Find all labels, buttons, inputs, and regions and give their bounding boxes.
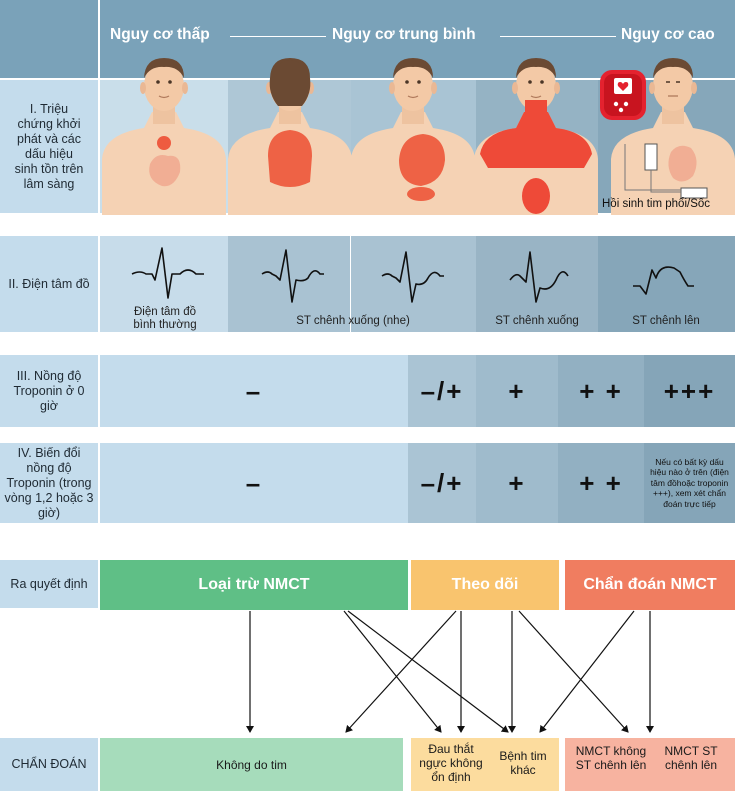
troponin0-cell-positive-3: +++ (644, 355, 735, 427)
troponin0-value-positive-2: + + (579, 375, 623, 406)
patient-figure-4 (474, 58, 598, 215)
arrow-diagnose-other (539, 610, 635, 733)
troponin-change-value-positive-1: + (508, 467, 526, 498)
troponin-change-cell-borderline: –/+ (408, 443, 476, 523)
troponin0-cell-borderline: –/+ (408, 355, 476, 427)
decision-diagnose-label: Chẩn đoán NMCT (583, 576, 717, 593)
troponin0-cell-negative: – (100, 355, 408, 427)
ecg-panel-5 (598, 236, 735, 332)
arrow-observe-noncardiac (345, 610, 457, 733)
risk-divider-line-2 (500, 36, 616, 37)
ecg-label-st-elevation: ST chênh lên (632, 315, 700, 327)
troponin-change-value-borderline: –/+ (420, 467, 464, 498)
diagnosis-non-cardiac-label: Không do tim (216, 757, 287, 772)
arrow-observe-nstemi (518, 610, 629, 733)
diagnosis-other-cardiac-label: Bệnh tim khác (499, 749, 547, 777)
diagnosis-non-cardiac: Không do tim (100, 738, 403, 791)
decision-rule-out-label: Loại trừ NMCT (198, 576, 310, 593)
troponin0-value-borderline: –/+ (420, 375, 464, 406)
troponin-change-cell-positive-1: + (476, 443, 558, 523)
top-left-corner (0, 0, 98, 78)
troponin-change-cell-positive-2: + + (558, 443, 644, 523)
decision-diagnose: Chẩn đoán NMCT (565, 560, 735, 610)
troponin-change-value-negative: – (245, 467, 263, 498)
risk-low-label: Nguy cơ thấp (110, 26, 210, 43)
decision-observe-label: Theo dõi (451, 576, 519, 593)
row-label-ecg: II. Điện tâm đồ (0, 236, 98, 332)
patient-illustrations (102, 58, 735, 215)
ecg-label-normal: Điện tâm đồ bình thường (133, 306, 197, 331)
ecg-st-elevation-trace (633, 266, 694, 295)
arrow-ruleout-unstable (343, 610, 442, 733)
ecg-st-depression-mild-trace (261, 249, 324, 303)
patient-figure-1 (102, 58, 226, 215)
row-label-troponin-change: IV. Biến đổi nồng độ Troponin (trong vòn… (0, 443, 98, 523)
risk-high-label: Nguy cơ cao (621, 26, 715, 43)
patient-figure-5 (611, 58, 735, 215)
diagnosis-unstable-angina-label: Đau thắt ngực không ổn định (419, 742, 483, 784)
defibrillator-icon (600, 70, 646, 120)
troponin0-value-negative: – (245, 375, 263, 406)
risk-divider-line-1 (230, 36, 326, 37)
troponin0-cell-positive-2: + + (558, 355, 644, 427)
ecg-label-st-depression: ST chênh xuống (495, 315, 579, 327)
decision-observe: Theo dõi (411, 560, 559, 610)
diagnosis-observe-box (411, 738, 559, 791)
arrow-ruleout-other (347, 610, 509, 733)
risk-medium-label: Nguy cơ trung bình (332, 26, 476, 43)
troponin-note: Nếu có bất kỳ dấu hiệu nào ở trên (điện … (650, 456, 729, 509)
row-label-decision: Ra quyết định (0, 560, 98, 608)
ecg-normal-trace (131, 247, 204, 299)
row-label-symptoms: I. Triệu chứng khởi phát và các dấu hiệu… (0, 80, 98, 213)
ecg-panel-2 (228, 236, 350, 332)
troponin0-value-positive-3: +++ (663, 375, 716, 406)
troponin-change-value-positive-2: + + (579, 467, 623, 498)
row-label-troponin-0h: III. Nồng độ Troponin ở 0 giờ (0, 355, 98, 427)
decision-rule-out: Loại trừ NMCT (100, 560, 408, 610)
diagnosis-nstemi-label: NMCT không ST chênh lên (575, 744, 647, 772)
ecg-panel-3 (351, 236, 476, 332)
ecg-panel-1 (100, 236, 228, 332)
cpr-label: Hồi sinh tim phổi/Sốc (602, 198, 711, 210)
ecg-waveforms (131, 247, 694, 303)
ecg-st-depression-strong-trace (509, 251, 569, 303)
diagnosis-mi-box (565, 738, 735, 791)
troponin-change-cell-negative: – (100, 443, 408, 523)
patient-figure-3 (351, 58, 475, 215)
ecg-panel-4 (476, 236, 598, 332)
diagnosis-stemi-label: NMCT ST chênh lên (664, 744, 718, 772)
troponin0-value-positive-1: + (508, 375, 526, 406)
row-label-diagnosis: CHẨN ĐOÁN (0, 738, 98, 791)
patient-figure-2 (228, 58, 352, 215)
troponin0-cell-positive-1: + (476, 355, 558, 427)
ecg-label-st-depression-mild: ST chênh xuống (nhe) (296, 315, 410, 327)
troponin-note-cell: Nếu có bất kỳ dấu hiệu nào ở trên (điện … (644, 443, 735, 523)
ecg-st-depression-trace (381, 251, 444, 303)
